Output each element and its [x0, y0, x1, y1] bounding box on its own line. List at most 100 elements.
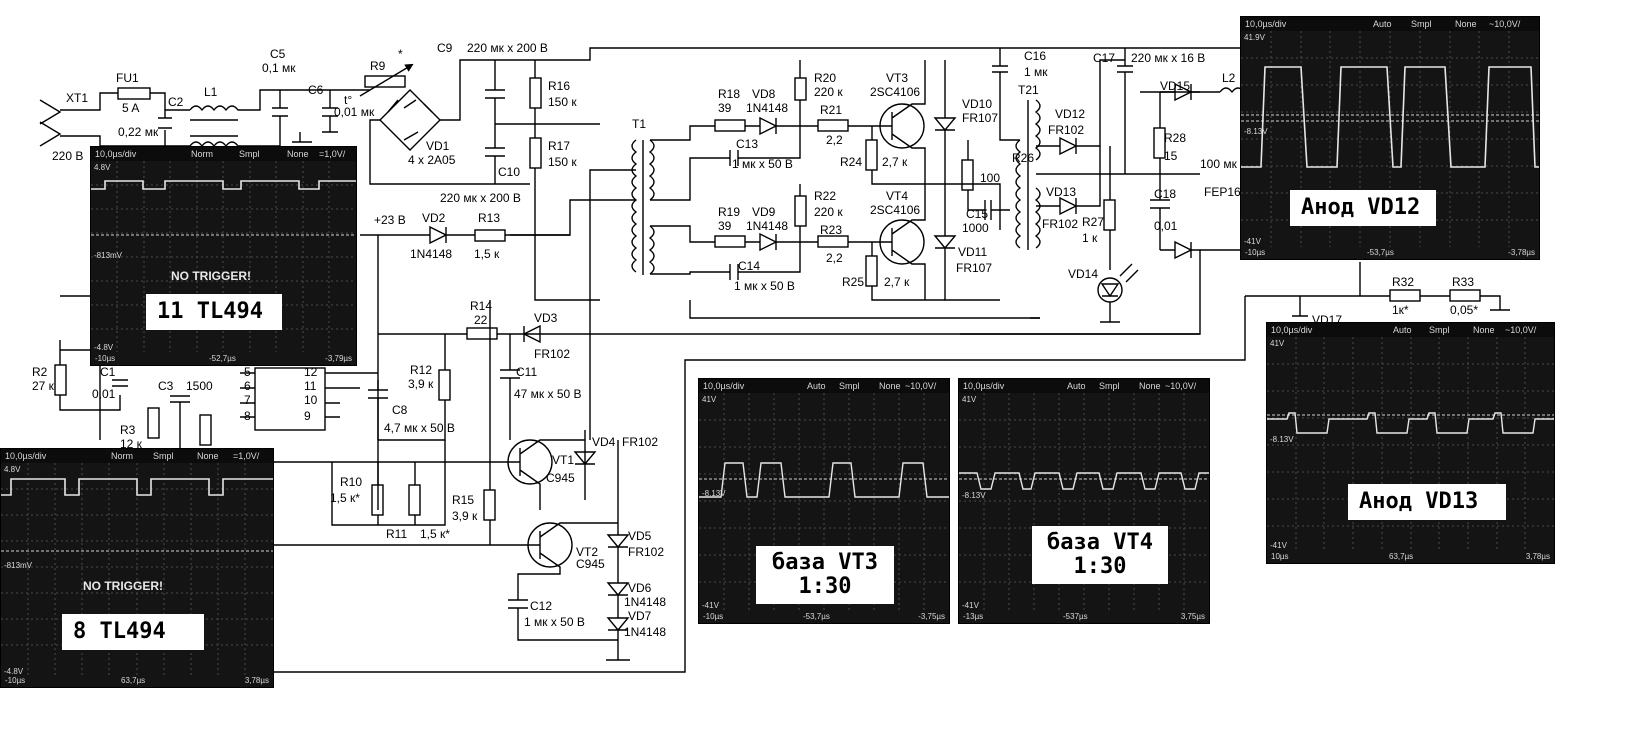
label: VD1 [426, 139, 450, 153]
footer-mid: 63,7µs [121, 676, 146, 685]
label: 1500 [186, 379, 213, 393]
label: 1 мк x 50 В [734, 279, 795, 293]
side-top: 41V [702, 395, 717, 404]
label: R22 [814, 189, 836, 203]
label: R9 [370, 59, 386, 73]
component-labels: XT1 220 В FU1 5 A C2 0,22 мк L1 C5 0,1 м… [32, 41, 1478, 639]
volts-per-div: =1,0V/ [319, 149, 346, 159]
label: VD2 [422, 211, 446, 225]
scope-pin11: 10,0µs/div Norm Smpl None =1,0V/ 4.8V -8… [90, 146, 357, 366]
label: 220 к [814, 85, 843, 99]
label: VT1 [552, 453, 574, 467]
footer-mid: 63,7µs [1389, 552, 1414, 561]
mains-input [39, 47, 1500, 185]
side-mid: -813mV [94, 251, 123, 260]
side-mid: -8.13V [962, 491, 986, 500]
acquisition: Smpl [1099, 381, 1120, 391]
side-top: 41V [962, 395, 977, 404]
label: 1 к [1082, 231, 1098, 245]
label: C13 [736, 137, 758, 151]
label: T21 [1018, 83, 1039, 97]
footer-mid: -537µs [1063, 612, 1088, 621]
label: 1000 [962, 221, 989, 235]
resistor-r17 [529, 137, 542, 169]
waveform-trace [699, 462, 949, 498]
label: 2SC4106 [870, 203, 920, 217]
label: 0,22 мк [118, 125, 159, 139]
volts-per-div: ~10,0V/ [1505, 325, 1537, 335]
label: L1 [204, 85, 218, 99]
mode: Auto [1373, 19, 1392, 29]
acquisition: Smpl [239, 149, 260, 159]
vt3-stage [714, 60, 1001, 230]
led-vd14 [1097, 277, 1123, 303]
bulk-capacitors [485, 60, 600, 301]
label: 2,2 [826, 133, 843, 147]
resistor-r3 [147, 407, 160, 439]
volts-per-div: ~10,0V/ [1489, 19, 1521, 29]
mode: Auto [807, 381, 826, 391]
side-bottom: -41V [1270, 541, 1287, 550]
scope-header: 10,0µs/div Norm Smpl None =1,0V/ [1, 449, 273, 463]
scope-pin8-caption: 8 TL494 [62, 614, 204, 650]
label: 2SC4106 [870, 85, 920, 99]
resistor-r12 [438, 369, 451, 401]
label: C9 [437, 41, 453, 55]
resistor-r18 [714, 119, 746, 132]
label: 10 [304, 393, 318, 407]
label: 2,2 [826, 251, 843, 265]
resistor-r23 [817, 235, 849, 248]
thermistor-r9 [364, 75, 406, 88]
footer-right: -3,78µs [1508, 248, 1535, 257]
label: 4 x 2A05 [408, 153, 456, 167]
label: R24 [840, 155, 862, 169]
resistor-r14 [466, 327, 498, 340]
label: C945 [546, 471, 575, 485]
label: VD9 [752, 205, 776, 219]
label: 8 [244, 409, 251, 423]
resistor-r15 [483, 489, 496, 521]
side-top: 4.8V [94, 163, 111, 172]
mode: Norm [191, 149, 213, 159]
control-section [54, 225, 1200, 661]
timebase: 10,0µs/div [963, 381, 1005, 391]
label: 39 [718, 219, 732, 233]
label: R26 [1012, 151, 1034, 165]
label: 7 [244, 393, 251, 407]
label: 0,01 [1154, 219, 1178, 233]
label: 0,01 мк [334, 105, 375, 119]
label: 1N4148 [746, 219, 788, 233]
footer-left: -10µs [1245, 248, 1266, 257]
timebase: 10,0µs/div [5, 451, 47, 461]
scope-vd13-caption: Анод VD13 [1348, 484, 1506, 520]
label: FR102 [1042, 217, 1078, 231]
fuse-fu1 [117, 87, 151, 100]
label: VD12 [1055, 107, 1085, 121]
label: 15 [1164, 149, 1178, 163]
tl494-ic [254, 367, 326, 431]
label: R19 [718, 205, 740, 219]
label: R16 [548, 79, 570, 93]
filter: None [879, 381, 901, 391]
scope-vt3: 10,0µs/div Auto Smpl None ~10,0V/ 41V -8… [698, 378, 950, 624]
footer-right: 3,78µs [244, 676, 269, 685]
side-top: 41.9V [1244, 33, 1265, 42]
scope-pin8-screen [1, 463, 273, 675]
footer-mid: -53,7µs [1367, 248, 1394, 257]
resistor-r20 [794, 77, 807, 101]
label: 220 В [52, 149, 83, 163]
label: C12 [530, 599, 552, 613]
label: FR102 [628, 545, 664, 559]
resistor-r11 [408, 484, 421, 516]
mode: Auto [1067, 381, 1086, 391]
side-bottom: -41V [1244, 237, 1261, 246]
waveform-trace [1241, 66, 1539, 168]
label: R10 [340, 475, 362, 489]
label: 11 [304, 379, 317, 393]
label: 5 [244, 365, 251, 379]
label: C5 [270, 47, 286, 61]
footer-left: -13µs [963, 612, 984, 621]
label: 0,05* [1450, 303, 1478, 317]
resistor-r27 [1103, 199, 1116, 231]
